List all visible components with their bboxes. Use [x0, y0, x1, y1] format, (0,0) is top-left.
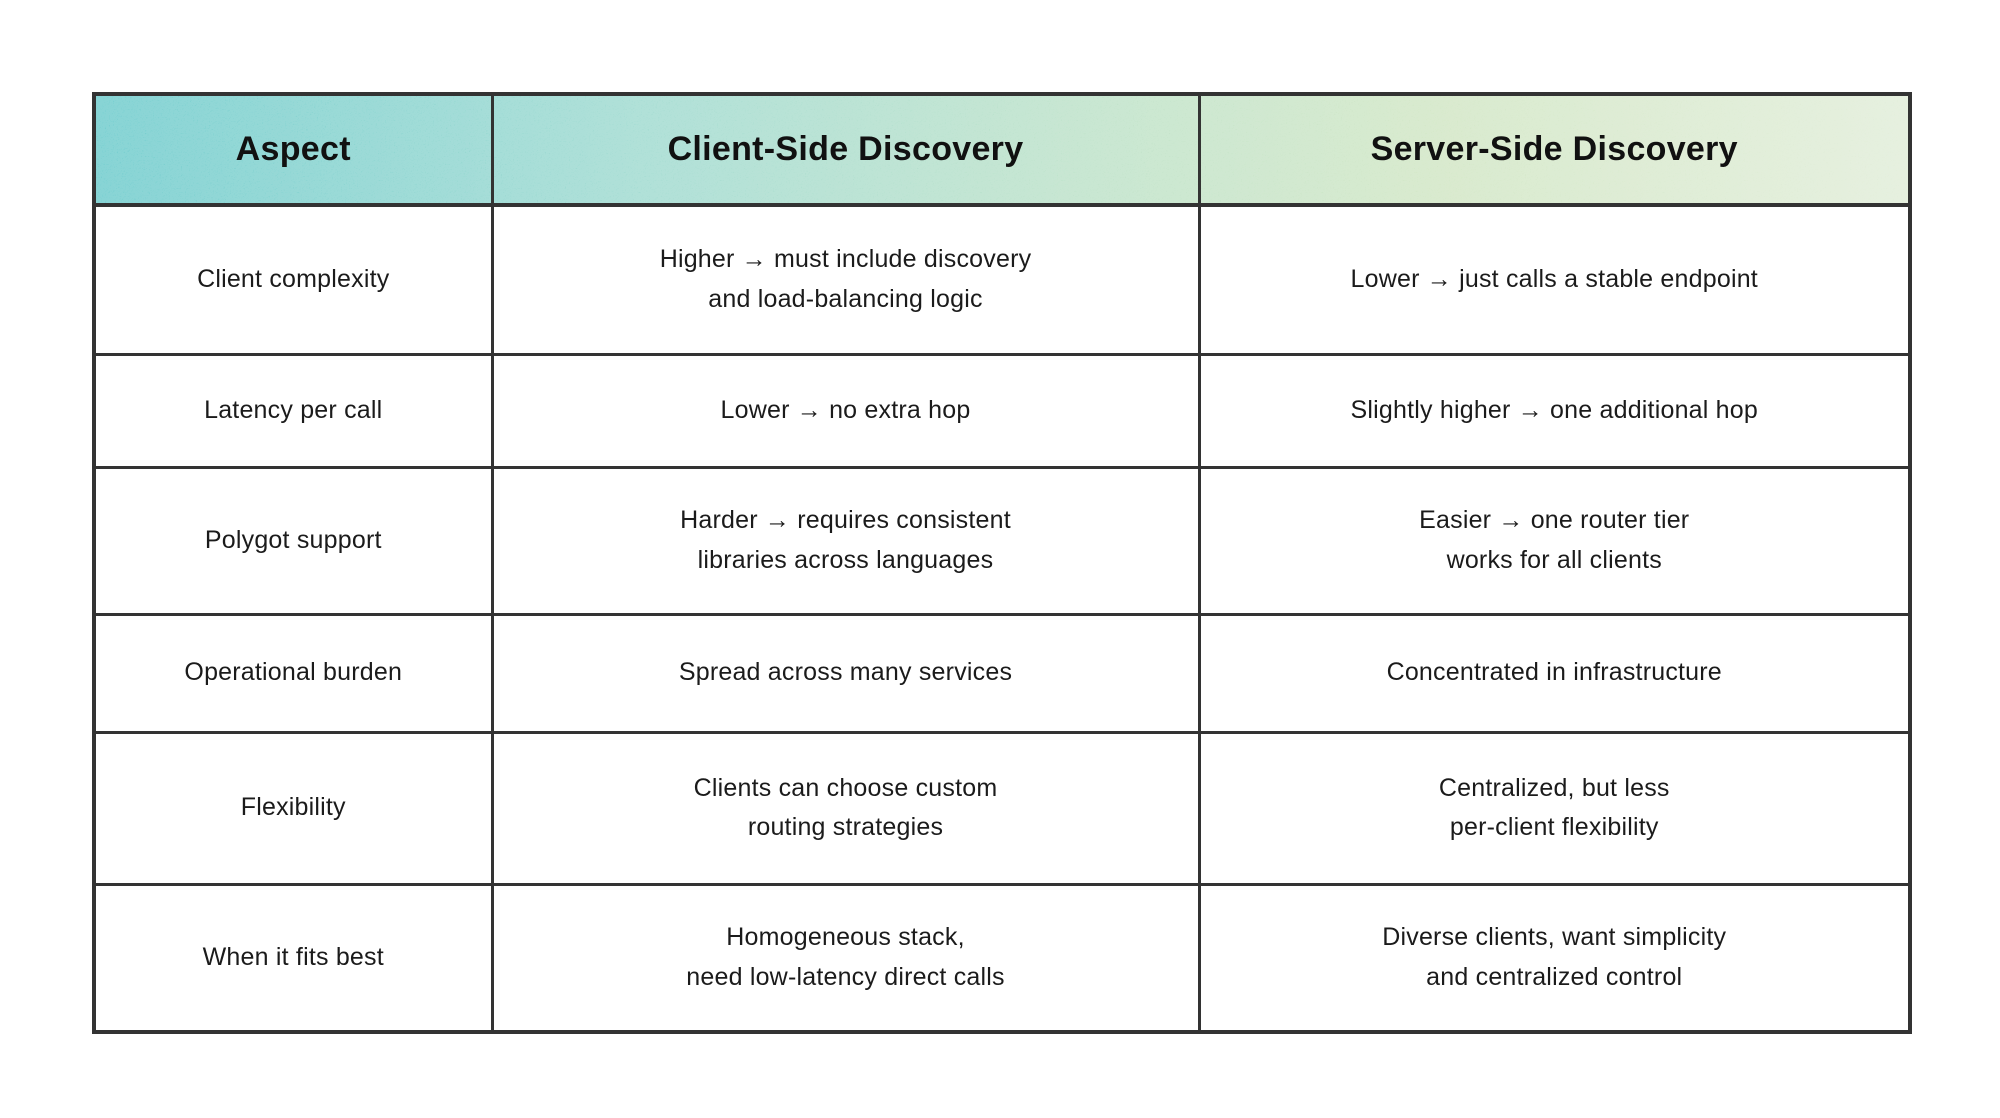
- cell-aspect-operational: Operational burden: [92, 612, 494, 734]
- cell-aspect-client-complexity: Client complexity: [92, 203, 494, 356]
- cell-flexibility-client: Clients can choose custom routing strate…: [490, 730, 1201, 886]
- table-row: Polygot support Harder → requires consis…: [92, 465, 1912, 616]
- cell-operational-server: Concentrated in infrastructure: [1197, 612, 1912, 734]
- cell-client-complexity-client: Higher → must include discovery and load…: [490, 203, 1201, 356]
- table-header-row: Aspect Client-Side Discovery Server-Side…: [92, 92, 1912, 207]
- cell-when-fits-client: Homogeneous stack, need low-latency dire…: [490, 882, 1201, 1034]
- cell-operational-client: Spread across many services: [490, 612, 1201, 734]
- cell-latency-client: Lower → no extra hop: [490, 352, 1201, 469]
- cell-client-complexity-server: Lower → just calls a stable endpoint: [1197, 203, 1912, 356]
- table-row: Operational burden Spread across many se…: [92, 612, 1912, 734]
- cell-flexibility-server: Centralized, but less per-client flexibi…: [1197, 730, 1912, 886]
- cell-aspect-polygot: Polygot support: [92, 465, 494, 616]
- table-row: Client complexity Higher → must include …: [92, 203, 1912, 356]
- table-row: Latency per call Lower → no extra hop Sl…: [92, 352, 1912, 469]
- cell-latency-server: Slightly higher → one additional hop: [1197, 352, 1912, 469]
- header-cell-client-side: Client-Side Discovery: [490, 92, 1201, 207]
- table-row: Flexibility Clients can choose custom ro…: [92, 730, 1912, 886]
- cell-aspect-flexibility: Flexibility: [92, 730, 494, 886]
- header-cell-aspect: Aspect: [92, 92, 494, 207]
- cell-polygot-client: Harder → requires consistent libraries a…: [490, 465, 1201, 616]
- table-row: When it fits best Homogeneous stack, nee…: [92, 882, 1912, 1034]
- cell-polygot-server: Easier → one router tier works for all c…: [1197, 465, 1912, 616]
- cell-aspect-when-fits: When it fits best: [92, 882, 494, 1034]
- header-cell-server-side: Server-Side Discovery: [1197, 92, 1912, 207]
- discovery-comparison-table: Aspect Client-Side Discovery Server-Side…: [92, 92, 1912, 1034]
- cell-when-fits-server: Diverse clients, want simplicity and cen…: [1197, 882, 1912, 1034]
- cell-aspect-latency: Latency per call: [92, 352, 494, 469]
- comparison-table: Aspect Client-Side Discovery Server-Side…: [92, 92, 1912, 1034]
